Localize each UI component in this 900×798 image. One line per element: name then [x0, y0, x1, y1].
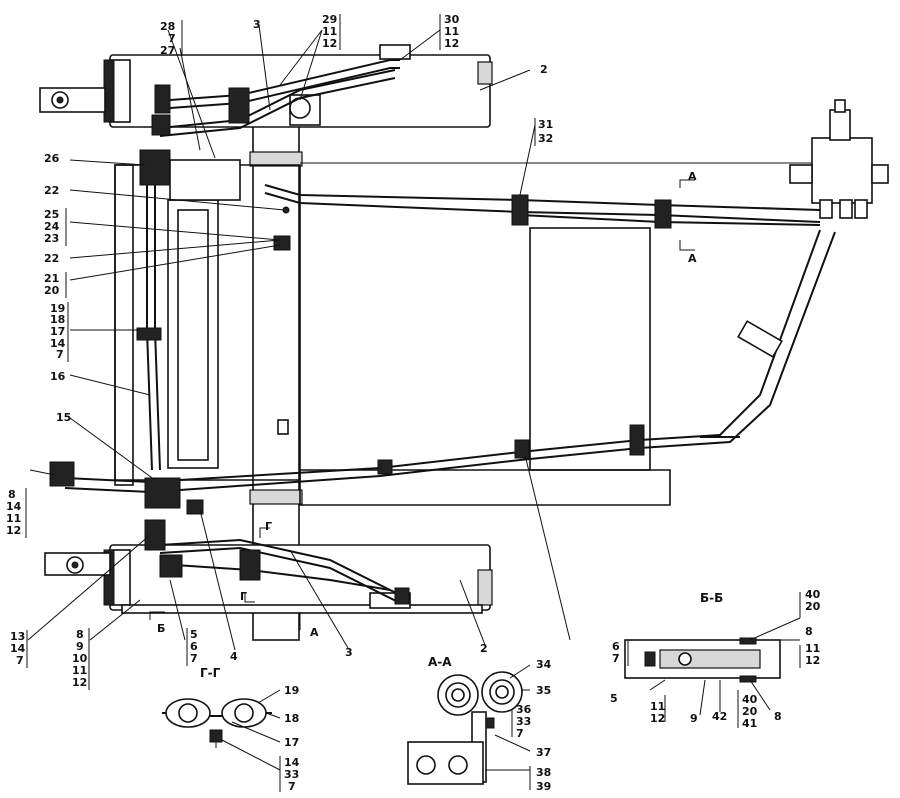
- aa-callout-38: 38: [536, 766, 551, 779]
- bb-callout-42: 42: [712, 710, 727, 723]
- callout-11d: 11: [72, 664, 87, 677]
- callout-11c: 11: [6, 512, 21, 525]
- callout-7c: 7: [16, 654, 24, 667]
- main-callouts: 28 7 27 3 29 11 12 30 11 12 2 31 32 26 2…: [6, 13, 697, 690]
- callout-21: 21: [44, 272, 59, 285]
- section-gg-title: Г-Г: [200, 666, 221, 680]
- bb-callout-6: 6: [612, 640, 620, 653]
- leader-lines: [27, 24, 571, 651]
- aa-callout-34: 34: [536, 658, 552, 671]
- callout-14b: 14: [6, 500, 22, 513]
- aa-callout-35: 35: [536, 684, 551, 697]
- callout-30: 30: [444, 13, 460, 26]
- callout-2-top: 2: [540, 63, 548, 76]
- callout-8b: 8: [76, 628, 84, 641]
- bb-callout-20b: 20: [742, 705, 758, 718]
- aa-callout-7: 7: [516, 727, 524, 740]
- callout-7b: 7: [56, 348, 64, 361]
- section-mark-aa-top: A: [688, 170, 697, 183]
- aa-callout-39: 39: [536, 780, 551, 793]
- callout-7d: 7: [190, 652, 198, 665]
- callout-6: 6: [190, 640, 198, 653]
- gg-callout-18: 18: [284, 712, 299, 725]
- callout-4: 4: [230, 650, 238, 663]
- callout-11b: 11: [444, 25, 459, 38]
- callout-10: 10: [72, 652, 88, 665]
- callout-12d: 12: [72, 676, 87, 689]
- callout-7: 7: [168, 32, 176, 45]
- section-bb-title: Б-Б: [700, 591, 723, 605]
- section-bb: Б-Б 40 20 8 11 12 6 7 5 11 12 9 42 40 20…: [610, 588, 821, 730]
- section-aa: A-A 34 35 36 33 7 37 38 39: [407, 655, 552, 793]
- bb-callout-20a: 20: [805, 600, 821, 613]
- callout-9: 9: [76, 640, 84, 653]
- callout-26: 26: [44, 152, 60, 165]
- callout-29: 29: [322, 13, 337, 26]
- bb-callout-11: 11: [805, 642, 820, 655]
- callout-12c: 12: [6, 524, 21, 537]
- callout-32: 32: [538, 132, 553, 145]
- bb-callout-9: 9: [690, 712, 698, 725]
- bb-callout-41: 41: [742, 717, 757, 730]
- gg-callout-7: 7: [288, 780, 296, 793]
- section-mark-aa-bottom: A: [688, 252, 697, 265]
- callout-31: 31: [538, 118, 553, 131]
- callout-11: 11: [322, 25, 337, 38]
- callout-3-top: 3: [253, 18, 261, 31]
- callout-17: 17: [50, 325, 65, 338]
- section-gg: Г-Г 19 18 17 14 33 7: [162, 666, 300, 793]
- callout-23: 23: [44, 232, 59, 245]
- callout-13: 13: [10, 630, 25, 643]
- gg-callout-14: 14: [284, 756, 300, 769]
- bb-callout-11b: 11: [650, 700, 665, 713]
- callout-8a: 8: [8, 488, 16, 501]
- callout-22b: 22: [44, 252, 59, 265]
- callout-12: 12: [322, 37, 337, 50]
- section-aa-title: A-A: [428, 655, 452, 669]
- callout-5: 5: [190, 628, 198, 641]
- callout-16: 16: [50, 370, 66, 383]
- bb-callout-7: 7: [612, 652, 620, 665]
- bb-callout-40b: 40: [742, 693, 758, 706]
- bb-callout-12: 12: [805, 654, 820, 667]
- callout-27: 27: [160, 44, 175, 57]
- fittings: [49, 84, 783, 605]
- callout-19: 19: [50, 302, 65, 315]
- aa-callout-36: 36: [516, 703, 532, 716]
- aa-callout-33: 33: [516, 715, 531, 728]
- callout-24: 24: [44, 220, 60, 233]
- section-mark-g1: Г: [265, 520, 272, 533]
- callout-15: 15: [56, 411, 71, 424]
- section-mark-a: A: [310, 626, 319, 639]
- aa-callout-37: 37: [536, 746, 551, 759]
- bb-callout-8a: 8: [805, 625, 813, 638]
- callout-3-bottom: 3: [345, 646, 353, 659]
- gg-callout-17: 17: [284, 736, 299, 749]
- callout-28: 28: [160, 20, 175, 33]
- callout-22a: 22: [44, 184, 59, 197]
- callout-20: 20: [44, 284, 60, 297]
- bb-callout-8b: 8: [774, 710, 782, 723]
- gg-callout-33: 33: [284, 768, 299, 781]
- callout-12b: 12: [444, 37, 459, 50]
- bb-callout-12b: 12: [650, 712, 665, 725]
- main-frame: [114, 99, 820, 641]
- section-mark-g2: Г: [240, 590, 247, 603]
- bb-callout-5: 5: [610, 692, 618, 705]
- callout-14c: 14: [10, 642, 26, 655]
- section-mark-b: Б: [157, 622, 165, 635]
- distribution-valve: [789, 99, 889, 219]
- callout-14a: 14: [50, 337, 66, 350]
- callout-2-bottom: 2: [480, 642, 488, 655]
- callout-25: 25: [44, 208, 59, 221]
- callout-18: 18: [50, 313, 65, 326]
- gg-callout-19: 19: [284, 684, 299, 697]
- bb-callout-40a: 40: [805, 588, 821, 601]
